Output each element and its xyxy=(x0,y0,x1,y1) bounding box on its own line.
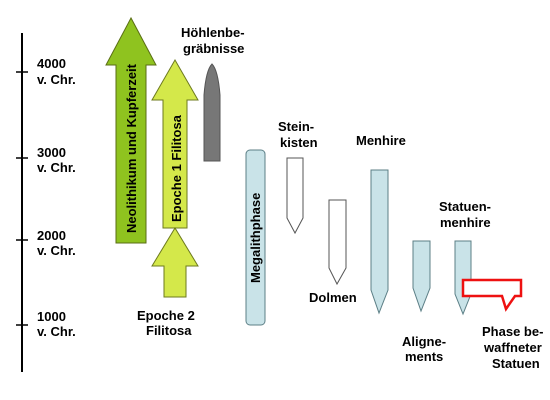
phase-callout-shape xyxy=(461,278,523,312)
phase-label-line1: Phase be- xyxy=(482,324,543,339)
dolmen-label: Dolmen xyxy=(309,290,357,305)
tick-label-1000-year: 1000 xyxy=(37,309,66,324)
hoehlen-shape xyxy=(203,63,221,162)
tick-label-2000-era: v. Chr. xyxy=(37,243,76,258)
menhire-shape xyxy=(370,169,389,315)
hoehlen-label-line1: Höhlenbe- xyxy=(181,25,245,40)
neolithikum-arrow xyxy=(105,16,157,244)
alignements-label-line2: ments xyxy=(405,349,443,364)
epoche1-arrow xyxy=(151,58,199,229)
tick-label-3000-year: 3000 xyxy=(37,145,66,160)
alignements-shape xyxy=(412,240,431,313)
alignements-label-line1: Aligne- xyxy=(402,334,446,349)
hoehlen-label-line2: gräbnisse xyxy=(183,41,244,56)
epoche1-label: Epoche 1 Filitosa xyxy=(169,114,184,222)
tick-label-4000-year: 4000 xyxy=(37,56,66,71)
tick-label-1000-era: v. Chr. xyxy=(37,324,76,339)
tick-label-4000-era: v. Chr. xyxy=(37,72,76,87)
tick-label-3000-era: v. Chr. xyxy=(37,160,76,175)
menhire-label: Menhire xyxy=(356,133,406,148)
statuen-label-line1: Statuen- xyxy=(439,199,491,214)
epoche2-arrow xyxy=(151,227,199,298)
epoche2-label-line2: Filitosa xyxy=(146,323,192,338)
megalith-label: Megalithphase xyxy=(248,193,263,283)
statuen-label-line2: menhire xyxy=(440,215,491,230)
neolithikum-label: Neolithikum und Kupferzeit xyxy=(124,63,139,233)
megalith-bar xyxy=(245,149,266,326)
phase-label-line3: Statuen xyxy=(492,356,540,371)
dolmen-shape xyxy=(328,199,347,286)
steinkisten-shape xyxy=(286,157,304,235)
tick-label-2000-year: 2000 xyxy=(37,228,66,243)
statuenmenhire-shape xyxy=(454,240,472,316)
steinkisten-label-line2: kisten xyxy=(280,135,318,150)
phase-label-line2: waffneter xyxy=(483,340,542,355)
epoche2-label-line1: Epoche 2 xyxy=(137,308,195,323)
steinkisten-label-line1: Stein- xyxy=(278,119,314,134)
